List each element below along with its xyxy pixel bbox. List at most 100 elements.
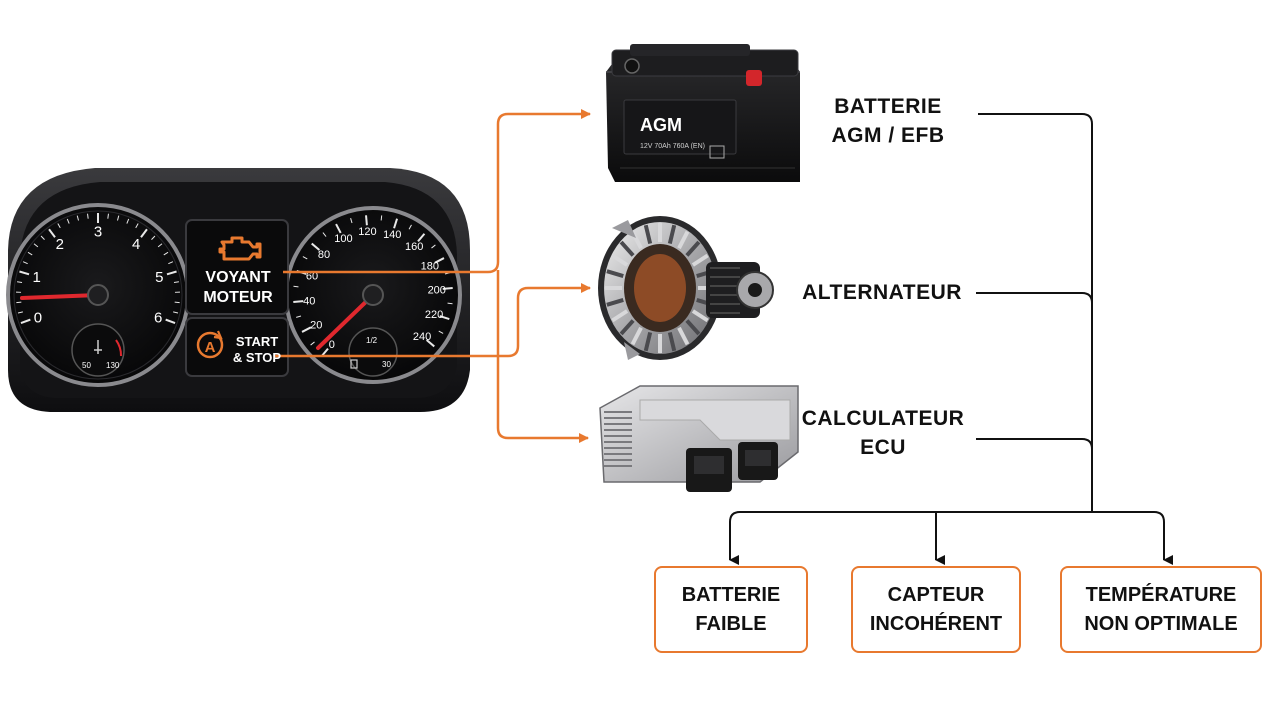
tach-tick [135, 223, 139, 229]
battery-negative-terminal [624, 58, 640, 74]
tach-tick [17, 281, 23, 284]
tach-tick [140, 228, 148, 238]
alternator-fin [677, 230, 690, 250]
arrow-voyant-to-ecu [496, 270, 589, 443]
alternator-fin [685, 319, 701, 336]
tach-tick [117, 215, 120, 221]
tach-tick [168, 261, 174, 265]
tachometer-needle [20, 293, 100, 300]
tach-tick [66, 218, 70, 224]
battery-brand-text: AGM [640, 115, 682, 135]
speed-label-60: 60 [306, 271, 318, 283]
tach-tick [126, 218, 130, 224]
speed-tick [393, 218, 399, 229]
start-stop-label: START & STOP [230, 334, 284, 366]
alternator-fin [643, 331, 653, 352]
tach-tick [22, 261, 28, 265]
arrow-startstop-to-alternator [275, 283, 591, 358]
speedo-subgauge-center-label: 1/2 [366, 336, 378, 345]
tach-tick [173, 281, 179, 284]
speed-tick [439, 315, 450, 321]
speed-tick [442, 287, 453, 290]
alternator-image [598, 216, 774, 360]
tach-tick [48, 228, 56, 238]
speed-label-160: 160 [405, 241, 423, 253]
alternator-fin [630, 326, 643, 346]
speed-label-140: 140 [383, 229, 401, 241]
engine-warning-line1: VOYANT [205, 269, 271, 286]
tach-tick [165, 318, 176, 324]
speed-label-80: 80 [318, 249, 330, 261]
tach-tick [19, 270, 30, 276]
orange-connectors [275, 109, 591, 443]
speed-tick [417, 233, 426, 243]
tach-tick [76, 215, 79, 221]
alternator-fin [643, 224, 653, 245]
ecu-label: CALCULATEUR ECU [798, 404, 968, 462]
speed-tick [296, 315, 302, 318]
alternator-pulley-grooves [710, 267, 740, 314]
speed-label-0: 0 [329, 339, 335, 351]
speed-tick [447, 302, 453, 305]
alternator-fin [611, 253, 629, 267]
tach-tick [173, 311, 179, 314]
tach-label-4: 4 [132, 236, 140, 253]
speed-tick [311, 242, 321, 251]
tach-tick [17, 311, 23, 314]
start-stop-line2: & STOP [232, 350, 282, 365]
battery-label-line2: AGM / EFB [831, 124, 945, 147]
alternator-fin [619, 319, 635, 336]
speedo-subgauge-right-label: 30 [382, 360, 391, 369]
speed-tick [322, 232, 327, 237]
tach-label-1: 1 [33, 269, 41, 286]
speed-tick [438, 330, 444, 334]
fuel-subgauge [348, 327, 398, 377]
tach-tick [163, 251, 169, 256]
alternator-fin [685, 240, 701, 257]
tachometer-hub [87, 284, 109, 306]
thermometer-icon [94, 340, 102, 354]
speed-tick [302, 256, 308, 260]
black-connectors [729, 113, 1173, 565]
alternator-fin [606, 269, 624, 279]
battery-spec-text: 12V 70Ah 760A (EN) [640, 143, 705, 150]
connector-ecu-to-bus [976, 438, 1093, 450]
speed-tick [335, 223, 342, 234]
tach-tick [107, 213, 109, 219]
tach-tick [87, 213, 89, 219]
ecu-label-line1: CALCULATEUR [801, 407, 965, 430]
alternator-fin [667, 331, 677, 352]
recycle-icon [709, 145, 725, 159]
alternator-fin [606, 297, 624, 307]
speedometer-hub [362, 284, 384, 306]
alternator-fin [677, 326, 690, 346]
temperature-redzone [115, 339, 123, 357]
tach-tick [27, 251, 33, 256]
cause-box-temperature: TEMPÉRATURE NON OPTIMALE [1060, 566, 1262, 653]
ecu-label-line2: ECU [860, 436, 906, 459]
speed-tick [301, 326, 312, 333]
ecu-image [599, 385, 799, 492]
distribution-bus [729, 511, 1165, 560]
speed-tick [293, 285, 299, 288]
engine-warning-label: VOYANT MOTEUR [190, 268, 286, 308]
tach-subgauge-left-label: 50 [82, 361, 91, 370]
alternator-fin [691, 253, 709, 267]
arrow-voyant-to-battery [283, 109, 591, 274]
tach-tick [166, 270, 177, 276]
alternator-fin [667, 224, 677, 245]
tach-tick [57, 223, 61, 229]
speed-tick [293, 300, 304, 303]
cause-1-line1: BATTERIE [681, 583, 781, 606]
speed-label-240: 240 [413, 331, 431, 343]
connector-alternator-to-bus [976, 292, 1093, 304]
cause-1-line2: FAIBLE [695, 612, 767, 635]
ecu-cooling-fins [604, 411, 632, 467]
tach-tick [151, 235, 156, 240]
engine-warning-cell [185, 219, 289, 315]
